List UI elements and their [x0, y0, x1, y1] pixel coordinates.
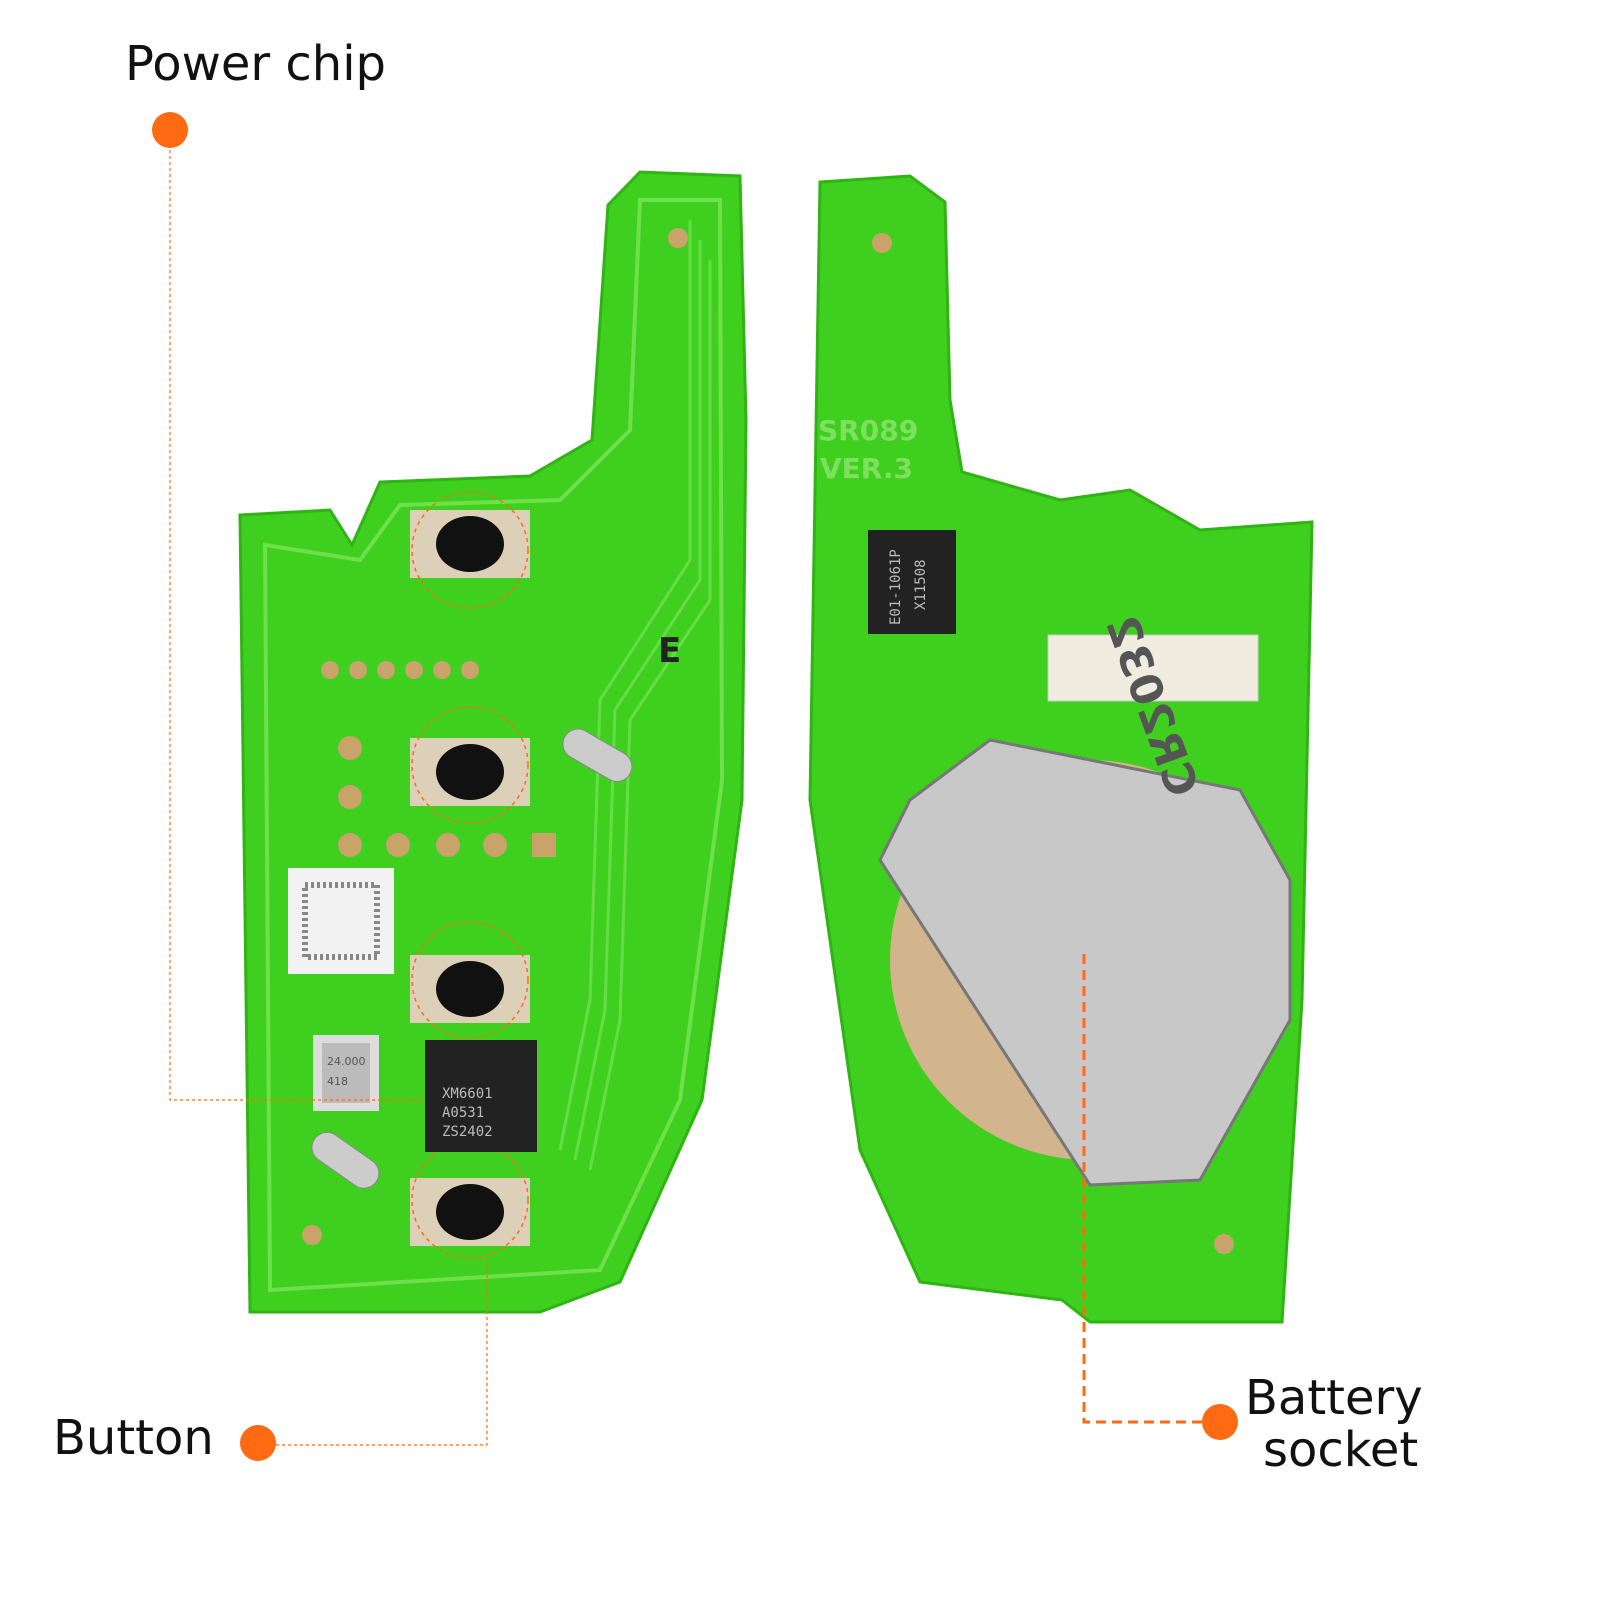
battery-socket-label-line1: Battery	[1245, 1370, 1423, 1426]
button-marker-dot	[240, 1425, 276, 1461]
battery-socket-label: Battery socket	[1245, 1372, 1423, 1476]
chip-marking: X11508	[913, 559, 929, 610]
power-chip-label: Power chip	[125, 36, 386, 92]
model-marking: SR089	[818, 414, 918, 447]
chip-marking: ZS2402	[442, 1124, 493, 1140]
battery-marker-dot	[1202, 1404, 1238, 1440]
crystal-oscillator: 24.000 418	[313, 1035, 379, 1111]
crystal-marking: 24.000	[327, 1055, 366, 1068]
connector	[1047, 634, 1259, 702]
battery-socket-label-line2: socket	[1263, 1422, 1419, 1478]
silk-letter: E	[658, 631, 681, 671]
crystal-marking: 418	[327, 1075, 348, 1088]
chip-marking: E01-1061P	[888, 549, 904, 625]
button-label: Button	[53, 1410, 214, 1466]
version-marking: VER.3	[820, 452, 913, 485]
power-chip-marker-dot	[152, 112, 188, 148]
eeprom-chip: E01-1061P X11508	[868, 530, 956, 634]
power-chip: XM6601 A0531 ZS2402	[425, 1040, 537, 1152]
tactile-buttons	[410, 491, 530, 1259]
chip-marking: A0531	[442, 1105, 484, 1121]
callout-lines	[169, 150, 1202, 1446]
right-pcb-board: SR089 VER.3 E01-1061P X11508 CR2032	[808, 174, 1314, 1324]
chip-marking: XM6601	[442, 1086, 493, 1102]
left-pcb-board: 24.000 418 XM6601 A0531 ZS2402 E	[238, 170, 748, 1314]
